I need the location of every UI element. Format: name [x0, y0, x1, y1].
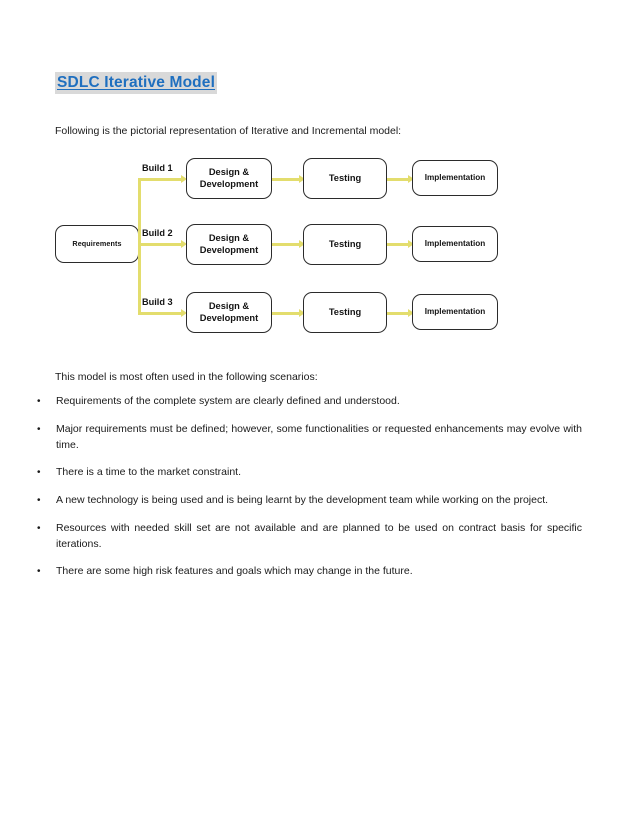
design-line-row1: Design & [208, 167, 250, 178]
list-item: • There are some high risk features and … [36, 564, 582, 580]
connector-branch-build2 [138, 243, 184, 246]
diagram-node-testing-row3: Testing [303, 292, 387, 333]
list-item-text: A new technology is being used and is be… [56, 494, 549, 506]
iterative-model-diagram: Requirements Build 1 Build 2 Build 3 Des… [50, 148, 520, 344]
page-title-container: SDLC Iterative Model [55, 72, 218, 95]
diagram-node-design-development-row1: Design & Development [186, 158, 272, 199]
connector-branch-build3 [138, 312, 184, 315]
arrowhead-branch-build3 [181, 309, 187, 318]
list-item: • Requirements of the complete system ar… [36, 394, 582, 410]
arrowhead-branch-build1 [181, 175, 187, 184]
design-line-row3: Design & [208, 301, 250, 312]
scenarios-list: • Requirements of the complete system ar… [36, 394, 582, 592]
diagram-node-design-development-row3: Design & Development [186, 292, 272, 333]
diagram-node-implementation-row2: Implementation [412, 226, 498, 262]
diagram-label-build-3: Build 3 [142, 297, 173, 307]
list-item: • Major requirements must be defined; ho… [36, 422, 582, 454]
diagram-node-testing-row1: Testing [303, 158, 387, 199]
development-line-row2: Development [199, 244, 259, 255]
diagram-node-implementation-row1: Implementation [412, 160, 498, 196]
list-item: • A new technology is being used and is … [36, 493, 582, 509]
diagram-node-design-development-row2: Design & Development [186, 224, 272, 265]
list-item: • Resources with needed skill set are no… [36, 521, 582, 553]
diagram-node-testing-row2: Testing [303, 224, 387, 265]
bullet-icon: • [37, 566, 41, 578]
connector-design-to-testing-row2 [272, 243, 302, 246]
list-item-text: Resources with needed skill set are not … [56, 521, 582, 550]
intro-paragraph: Following is the pictorial representatio… [55, 125, 402, 137]
arrowhead-implementation-row3 [408, 309, 414, 318]
list-item-text: Requirements of the complete system are … [56, 395, 400, 407]
list-item-text: There is a time to the market constraint… [56, 466, 241, 479]
bullet-icon: • [37, 495, 41, 506]
connector-testing-to-implementation-row2 [387, 243, 411, 246]
list-item-text: Major requirements must be defined; howe… [56, 422, 582, 451]
arrowhead-implementation-row2 [408, 240, 414, 249]
bullet-icon: • [37, 522, 41, 534]
diagram-label-build-2: Build 2 [142, 228, 173, 238]
bullet-icon: • [37, 423, 41, 435]
bullet-icon: • [37, 396, 41, 407]
arrowhead-implementation-row1 [408, 175, 414, 184]
arrowhead-testing-row1 [299, 175, 305, 184]
diagram-node-requirements: Requirements [55, 225, 139, 263]
connector-design-to-testing-row3 [272, 312, 302, 315]
diagram-label-build-1: Build 1 [142, 163, 173, 173]
arrowhead-testing-row2 [299, 240, 305, 249]
diagram-node-implementation-row3: Implementation [412, 294, 498, 330]
connector-testing-to-implementation-row3 [387, 312, 411, 315]
arrowhead-testing-row3 [299, 309, 305, 318]
development-line-row1: Development [199, 178, 259, 189]
development-line-row3: Development [199, 312, 259, 323]
page-title: SDLC Iterative Model [55, 72, 218, 95]
scenarios-lead-text: This model is most often used in the fol… [55, 371, 318, 383]
arrowhead-branch-build2 [181, 240, 187, 249]
bullet-icon: • [37, 467, 41, 479]
list-item-text: There are some high risk features and go… [56, 565, 413, 578]
connector-trunk-vertical [138, 179, 141, 313]
connector-design-to-testing-row1 [272, 178, 302, 181]
list-item: • There is a time to the market constrai… [36, 465, 582, 481]
connector-testing-to-implementation-row1 [387, 178, 411, 181]
connector-branch-build1 [138, 178, 184, 181]
design-line-row2: Design & [208, 233, 250, 244]
